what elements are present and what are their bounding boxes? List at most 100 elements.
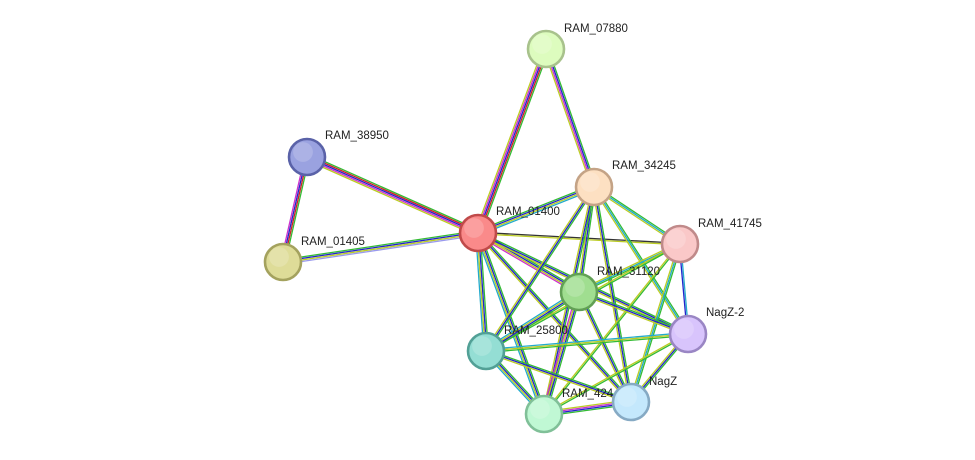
edge-strand: [477, 48, 547, 234]
node-highlight: [565, 277, 585, 297]
node-RAM_31120[interactable]: RAM_31120: [559, 266, 660, 312]
edge-strand: [577, 292, 631, 403]
node-RAM_34245[interactable]: RAM_34245: [574, 160, 676, 207]
edge-strand: [305, 159, 478, 237]
edge-strand: [545, 292, 582, 415]
edge-strand: [306, 156, 479, 234]
edge-strand: [479, 232, 489, 351]
node-RAM_01405[interactable]: RAM_01405: [263, 236, 365, 282]
node-label: RAM_41745: [698, 218, 762, 230]
node-circle[interactable]: [466, 331, 506, 371]
node-highlight: [293, 142, 313, 162]
edge-strand: [478, 232, 488, 351]
edge-RAM_34245-RAM_25800: [484, 185, 596, 353]
node-circle[interactable]: [668, 314, 708, 354]
edge-strand: [593, 186, 632, 403]
edge-strand: [475, 233, 543, 415]
edge-RAM_38950-RAM_01400: [305, 153, 480, 237]
node-RAM_424[interactable]: RAM_424: [524, 388, 614, 434]
edge-RAM_01400-RAM_424: [475, 232, 547, 415]
edge-strand: [283, 233, 479, 264]
edge-strand: [478, 231, 681, 244]
edge-strand: [485, 351, 631, 405]
edge-RAM_34245-NagZ: [591, 186, 634, 403]
edge-strand: [477, 233, 579, 294]
edge-strand: [480, 49, 550, 235]
edge-strand: [476, 234, 579, 295]
edge-strand: [478, 232, 546, 414]
node-label: RAM_25800: [504, 325, 568, 337]
edge-strand: [578, 292, 688, 337]
edge-strand: [486, 348, 632, 402]
edge-strand: [541, 291, 578, 414]
edge-strand: [579, 289, 689, 334]
edge-strand: [476, 233, 544, 415]
edge-strand: [486, 187, 596, 353]
node-circle[interactable]: [263, 242, 303, 282]
edge-strand: [544, 244, 682, 415]
node-circle[interactable]: [574, 167, 614, 207]
edge-RAM_25800-NagZ: [485, 348, 632, 405]
node-highlight: [674, 319, 694, 339]
node-label: RAM_01400: [496, 206, 560, 218]
edge-strand: [542, 291, 579, 414]
edge-strand: [546, 48, 596, 187]
edge-strand: [544, 49, 594, 188]
edge-strand: [478, 187, 595, 235]
edge-strand: [594, 186, 634, 402]
node-circle[interactable]: [524, 394, 564, 434]
edge-RAM_31120-NagZ: [577, 291, 633, 403]
edge-strand: [474, 47, 544, 233]
node-highlight: [666, 229, 686, 249]
node-circle[interactable]: [458, 213, 498, 253]
edge-strand: [543, 332, 688, 414]
node-RAM_25800[interactable]: RAM_25800: [466, 325, 568, 371]
node-RAM_38950[interactable]: RAM_38950: [287, 130, 389, 177]
node-highlight: [472, 336, 492, 356]
node-circle[interactable]: [287, 137, 327, 177]
edge-strand: [479, 232, 547, 414]
node-circle[interactable]: [526, 29, 566, 69]
edge-strand: [282, 231, 478, 262]
node-RAM_07880[interactable]: RAM_07880: [526, 23, 628, 69]
node-RAM_41745[interactable]: RAM_41745: [660, 218, 762, 264]
edge-strand: [486, 334, 689, 354]
edge-strand: [578, 291, 689, 335]
edge-strand: [544, 334, 689, 416]
edge-RAM_07880-RAM_34245: [543, 48, 597, 188]
node-circle[interactable]: [660, 224, 700, 264]
edge-strand: [478, 230, 581, 291]
edge-RAM_01400-RAM_34245: [476, 184, 596, 236]
node-highlight: [617, 387, 637, 407]
edge-RAM_31120-NagZ-2: [578, 289, 689, 337]
node-label: RAM_01405: [301, 236, 365, 248]
node-NagZ[interactable]: NagZ: [611, 376, 677, 422]
edge-strand: [485, 331, 688, 351]
edge-strand: [475, 233, 485, 352]
edge-strand: [485, 333, 689, 352]
node-label: RAM_34245: [612, 160, 676, 172]
node-circle[interactable]: [559, 272, 599, 312]
edge-strand: [476, 184, 594, 232]
edge-RAM_01400-RAM_31120: [476, 230, 581, 295]
edge-RAM_01400-RAM_25800: [475, 232, 489, 352]
node-label: RAM_07880: [564, 23, 628, 35]
edge-strand: [306, 157, 478, 235]
edge-strand: [307, 153, 480, 231]
edge-RAM_01405-RAM_01400: [282, 230, 479, 265]
edge-RAM_41745-RAM_424: [542, 243, 682, 415]
node-circle[interactable]: [611, 382, 651, 422]
edge-strand: [477, 185, 594, 233]
node-highlight: [269, 247, 289, 267]
node-NagZ-2[interactable]: NagZ-2: [668, 307, 744, 354]
edge-RAM_07880-RAM_01400: [474, 47, 550, 235]
node-label: RAM_38950: [325, 130, 389, 142]
edge-strand: [579, 291, 633, 402]
edge-strand: [484, 185, 594, 351]
edge-strand: [282, 230, 478, 261]
node-RAM_01400[interactable]: RAM_01400: [458, 206, 560, 253]
node-label: RAM_424: [562, 388, 614, 400]
edge-strand: [477, 232, 632, 403]
edge-strand: [478, 188, 596, 236]
